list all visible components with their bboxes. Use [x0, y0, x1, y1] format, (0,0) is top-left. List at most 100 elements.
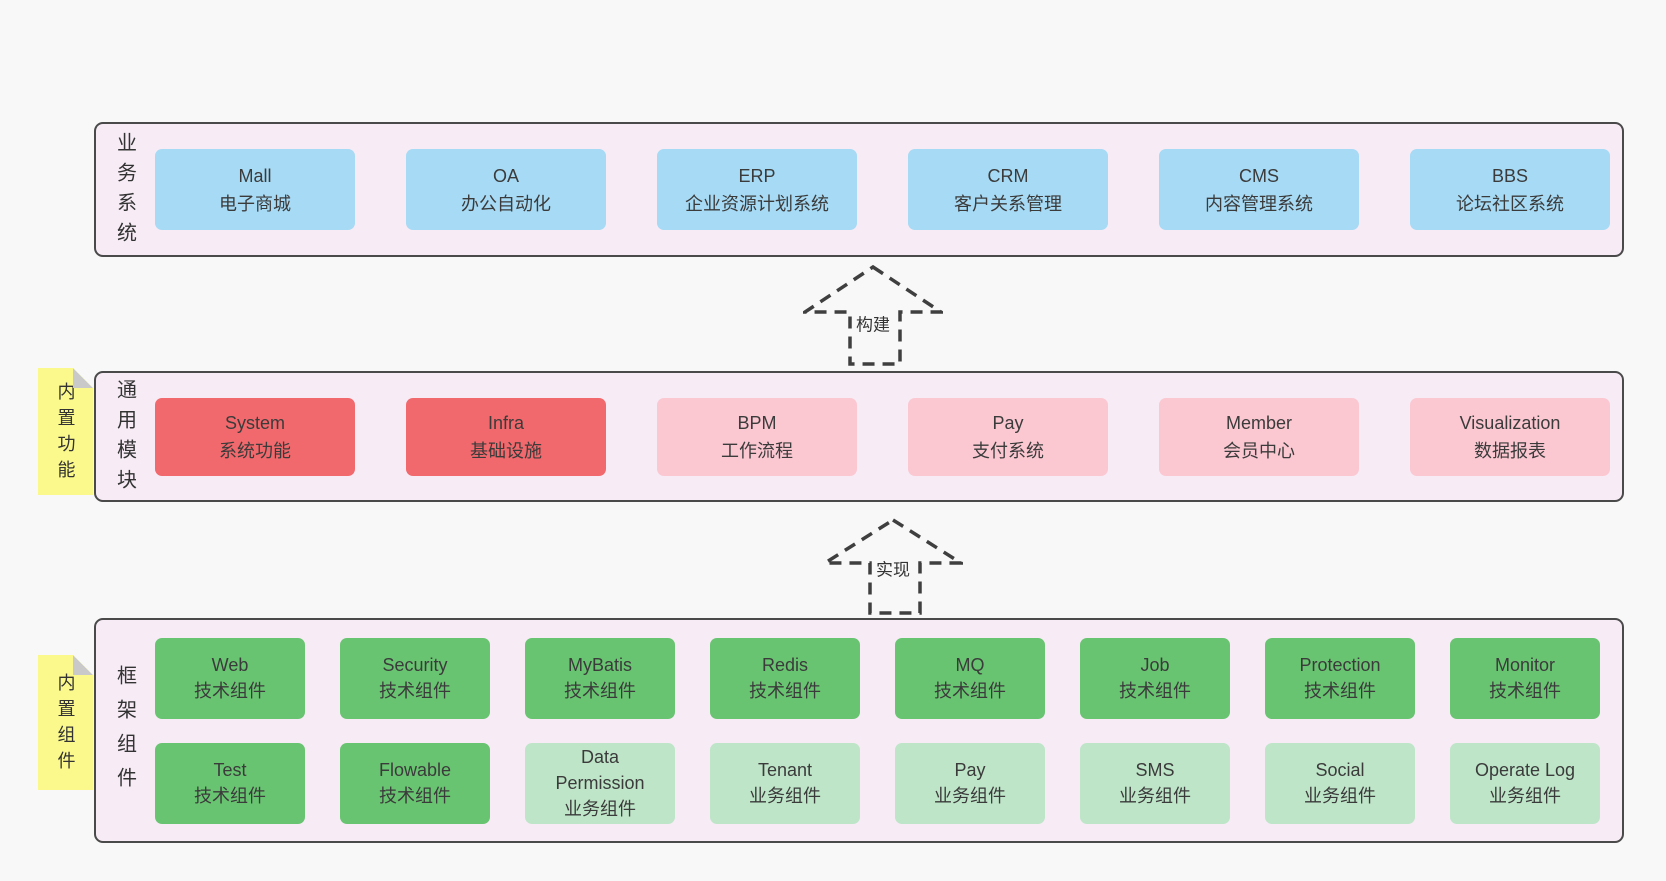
- component-box-mybatis: MyBatis 技术组件: [525, 637, 675, 719]
- box-name: Pay: [954, 760, 986, 780]
- box-desc: 业务组件: [1489, 786, 1561, 806]
- system-box-bbs: BBS 论坛社区系统: [1410, 149, 1610, 230]
- box-desc: 支付系统: [972, 440, 1044, 461]
- system-box-crm: CRM 客户关系管理: [908, 149, 1108, 230]
- box-desc: 系统功能: [219, 440, 291, 461]
- box-name: OA: [492, 165, 519, 186]
- layer-label-framework-components: 框架组件: [96, 620, 154, 841]
- box-desc: 技术组件: [564, 681, 636, 701]
- box-desc: 技术组件: [934, 681, 1006, 701]
- module-box-bpm: BPM 工作流程: [657, 397, 857, 476]
- box-name: ERP: [738, 165, 776, 186]
- box-name: CMS: [1239, 165, 1279, 186]
- box-desc: 技术组件: [379, 786, 451, 806]
- box-name: Job: [1140, 655, 1170, 675]
- component-box-flowable: Flowable 技术组件: [340, 742, 490, 824]
- box-desc: 论坛社区系统: [1456, 193, 1564, 214]
- layer-label-business-systems: 业务系统: [96, 124, 154, 255]
- box-name: Pay: [992, 412, 1024, 433]
- box-name: MQ: [955, 655, 985, 675]
- box-desc: 业务组件: [934, 786, 1006, 806]
- component-box-protection: Protection 技术组件: [1265, 637, 1415, 719]
- arrow-implement-label: 实现: [874, 555, 912, 581]
- layer-label-text: 业务系统: [113, 132, 136, 252]
- box-name: BBS: [1491, 165, 1529, 186]
- layer-label-text: 框架组件: [113, 665, 136, 801]
- box-desc: 工作流程: [721, 440, 793, 461]
- component-box-pay: Pay 业务组件: [895, 742, 1045, 824]
- sticky-note-builtin-features: 内置功能: [38, 368, 93, 495]
- arrow-build: 构建: [803, 263, 943, 367]
- box-name: Test: [213, 760, 247, 780]
- box-name: Operate Log: [1474, 760, 1576, 780]
- arrow-implement: 实现: [823, 516, 963, 616]
- box-name: Member: [1225, 412, 1292, 433]
- box-name: Social: [1315, 760, 1365, 780]
- component-box-mq: MQ 技术组件: [895, 637, 1045, 719]
- module-box-visualization: Visualization 数据报表: [1410, 397, 1610, 476]
- box-desc: 业务组件: [1304, 786, 1376, 806]
- box-desc: 基础设施: [470, 440, 542, 461]
- box-name: Data Permission: [555, 747, 645, 793]
- box-desc: 业务组件: [564, 799, 636, 819]
- arrow-up-dashed-icon: [803, 264, 943, 366]
- component-box-security: Security 技术组件: [340, 637, 490, 719]
- box-desc: 内容管理系统: [1205, 193, 1313, 214]
- box-name: Visualization: [1459, 412, 1561, 433]
- system-box-mall: Mall 电子商城: [155, 149, 355, 230]
- box-desc: 技术组件: [379, 681, 451, 701]
- component-box-data-permission: Data Permission 业务组件: [525, 742, 675, 824]
- box-desc: 技术组件: [1489, 681, 1561, 701]
- box-name: BPM: [737, 412, 777, 433]
- box-name: Tenant: [757, 760, 813, 780]
- system-box-erp: ERP 企业资源计划系统: [657, 149, 857, 230]
- box-desc: 业务组件: [1119, 786, 1191, 806]
- layer-label-text: 通用模块: [113, 379, 136, 499]
- box-name: CRM: [987, 165, 1029, 186]
- box-name: Flowable: [378, 760, 452, 780]
- module-box-pay: Pay 支付系统: [908, 397, 1108, 476]
- box-name: Mall: [238, 165, 272, 186]
- box-desc: 电子商城: [219, 193, 291, 214]
- box-name: Security: [382, 655, 448, 675]
- box-name: Infra: [487, 412, 525, 433]
- box-name: SMS: [1135, 760, 1175, 780]
- component-box-social: Social 业务组件: [1265, 742, 1415, 824]
- sticky-note-builtin-components: 内置组件: [38, 655, 93, 790]
- box-name: MyBatis: [567, 655, 632, 675]
- box-desc: 企业资源计划系统: [685, 193, 829, 214]
- box-desc: 技术组件: [194, 786, 266, 806]
- layer-label-common-modules: 通用模块: [96, 373, 154, 500]
- component-box-test: Test 技术组件: [155, 742, 305, 824]
- system-box-cms: CMS 内容管理系统: [1159, 149, 1359, 230]
- arrow-build-label: 构建: [854, 310, 892, 336]
- sticky-note-text: 内置功能: [55, 381, 76, 486]
- box-name: Protection: [1299, 655, 1381, 675]
- module-box-infra: Infra 基础设施: [406, 397, 606, 476]
- box-desc: 客户关系管理: [954, 193, 1062, 214]
- box-desc: 技术组件: [749, 681, 821, 701]
- component-box-operate-log: Operate Log 业务组件: [1450, 742, 1600, 824]
- module-row: Test 技术组件 Flowable 技术组件 Data Permission 业务组件 T…: [155, 742, 1622, 824]
- box-name: Web: [211, 655, 249, 675]
- box-desc: 数据报表: [1474, 440, 1546, 461]
- arrow-up-dashed-icon: [823, 517, 963, 615]
- box-desc: 技术组件: [1304, 681, 1376, 701]
